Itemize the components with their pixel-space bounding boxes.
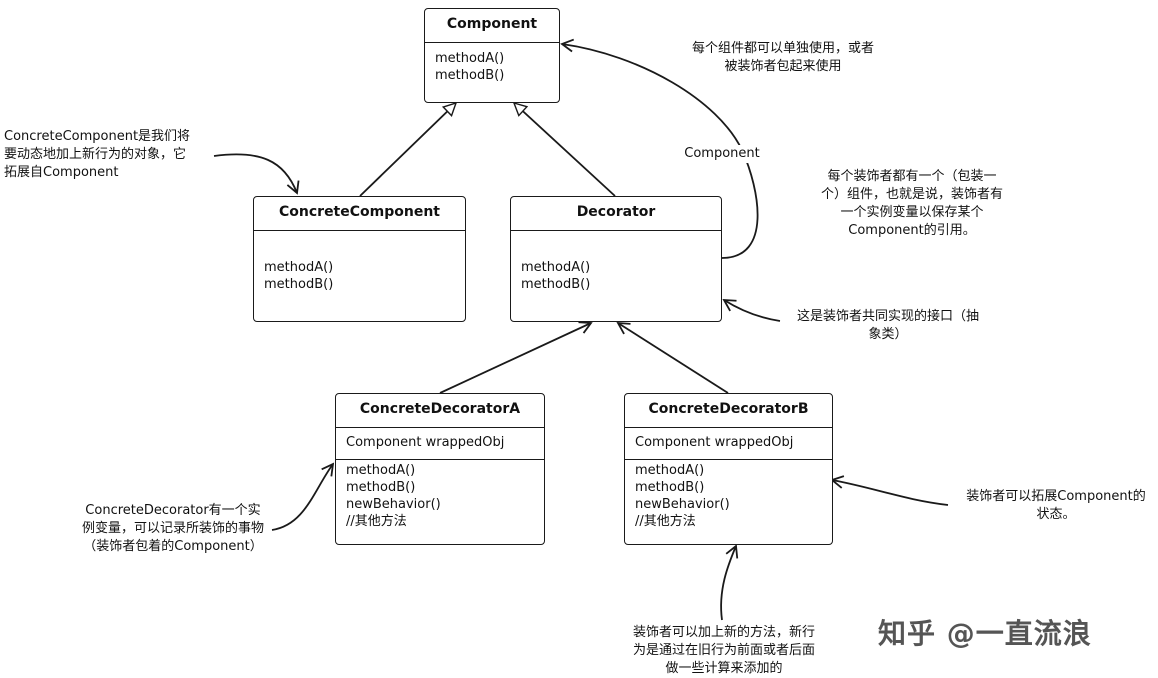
note-line: 每个装饰者都有一个（包装一: [827, 169, 997, 184]
method-list: methodA() methodB(): [254, 231, 465, 297]
class-component: Component methodA() methodB(): [424, 8, 560, 103]
method: methodA(): [435, 51, 505, 66]
method: methodB(): [264, 277, 334, 292]
note-line: Component: [684, 146, 760, 161]
class-name: Decorator: [511, 197, 721, 231]
method: methodA(): [521, 260, 591, 275]
note-line: Component的引用。: [848, 223, 976, 238]
method-list: methodA() methodB() newBehavior() //其他方法: [336, 460, 544, 534]
note-component-label: Component: [676, 145, 768, 163]
class-concrete-decorator-a: ConcreteDecoratorA Component wrappedObj …: [335, 393, 545, 545]
class-name: ConcreteComponent: [254, 197, 465, 231]
note-line: ConcreteDecorator有一个实: [85, 503, 261, 518]
note-line: 一个实例变量以保存某个: [840, 205, 984, 220]
note-line: 拓展自Component: [4, 165, 119, 180]
note-line: 每个组件都可以单独使用，或者: [691, 41, 874, 56]
method: //其他方法: [635, 514, 696, 529]
note-line: 做一些计算来添加的: [665, 661, 783, 676]
note-line: 装饰者可以加上新的方法，新行: [632, 625, 815, 640]
class-decorator: Decorator methodA() methodB(): [510, 196, 722, 322]
note-line: 装饰者可以拓展Component的: [966, 489, 1146, 504]
note-arrow-new-methods: [720, 544, 739, 621]
inherit-decorator: [514, 103, 616, 197]
note-line: 这是装饰者共同实现的接口（抽: [796, 309, 979, 324]
method: methodB(): [435, 68, 505, 83]
note-line: 例变量，可以记录所装饰的事物: [81, 521, 264, 536]
note-line: 状态。: [1036, 507, 1076, 522]
note-arrow-wrapped: [271, 462, 335, 531]
class-name: Component: [425, 9, 559, 43]
note-arrow-state: [830, 475, 949, 506]
method: methodB(): [635, 480, 705, 495]
method-list: methodA() methodB() newBehavior() //其他方法: [625, 460, 832, 534]
method: //其他方法: [346, 514, 407, 529]
method: methodA(): [635, 463, 705, 478]
inherit-concrete-component: [359, 103, 456, 197]
note-line: ConcreteComponent是我们将: [4, 129, 191, 144]
note-common-interface: 这是装饰者共同实现的接口（抽 象类）: [780, 308, 996, 344]
note-has-component: 每个装饰者都有一个（包装一 个）组件，也就是说，装饰者有 一个实例变量以保存某个…: [800, 168, 1024, 240]
class-name: ConcreteDecoratorB: [625, 394, 832, 428]
method: methodB(): [521, 277, 591, 292]
field-list: Component wrappedObj: [336, 428, 544, 460]
inherit-decorator-a: [439, 321, 593, 394]
note-standalone: 每个组件都可以单独使用，或者 被装饰者包起来使用: [665, 40, 901, 76]
note-line: 被装饰者包起来使用: [724, 59, 842, 74]
note-line: 要动态地加上新行为的对象，它: [4, 147, 187, 162]
note-concrete-component: ConcreteComponent是我们将 要动态地加上新行为的对象，它 拓展自…: [4, 128, 230, 182]
note-wrapped-var: ConcreteDecorator有一个实 例变量，可以记录所装饰的事物 （装饰…: [62, 502, 284, 556]
method-list: methodA() methodB(): [511, 231, 721, 297]
method: newBehavior(): [635, 497, 730, 512]
method-list: methodA() methodB(): [425, 43, 559, 88]
method: newBehavior(): [346, 497, 441, 512]
note-line: 为是通过在旧行为前面或者后面: [632, 643, 815, 658]
note-arrow-interface: [722, 299, 781, 322]
note-new-methods: 装饰者可以加上新的方法，新行 为是通过在旧行为前面或者后面 做一些计算来添加的: [612, 624, 836, 678]
field-list: Component wrappedObj: [625, 428, 832, 460]
field: Component wrappedObj: [346, 435, 505, 450]
note-extend-state: 装饰者可以拓展Component的 状态。: [948, 488, 1158, 524]
class-concrete-decorator-b: ConcreteDecoratorB Component wrappedObj …: [624, 393, 833, 545]
note-line: 象类）: [868, 327, 908, 342]
method: methodA(): [264, 260, 334, 275]
method: methodB(): [346, 480, 416, 495]
watermark-text: 知乎 @一直流浪: [878, 617, 1092, 650]
field: Component wrappedObj: [635, 435, 794, 450]
note-line: 个）组件，也就是说，装饰者有: [820, 187, 1003, 202]
method: methodA(): [346, 463, 416, 478]
inherit-decorator-b: [616, 321, 729, 394]
class-name: ConcreteDecoratorA: [336, 394, 544, 428]
note-arrow-concrete-component: [213, 153, 300, 195]
class-concrete-component: ConcreteComponent methodA() methodB(): [253, 196, 466, 322]
note-line: （装饰者包着的Component）: [83, 539, 263, 554]
